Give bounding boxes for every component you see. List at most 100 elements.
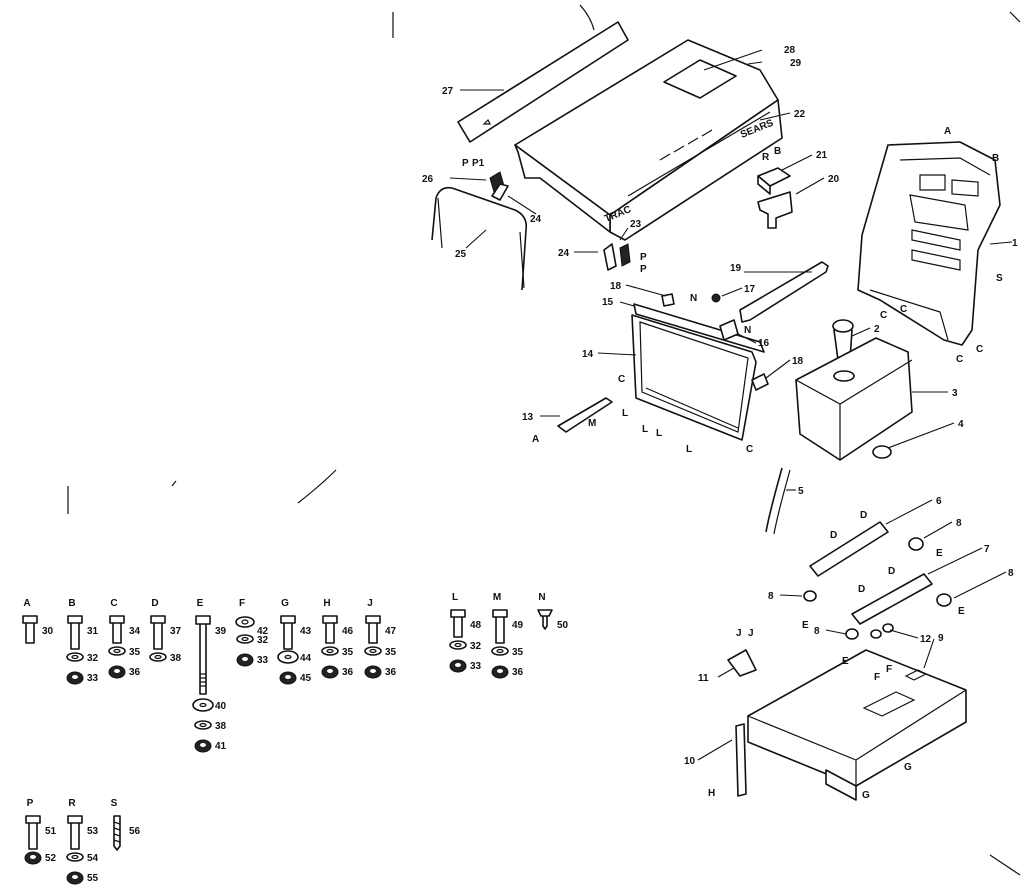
part-19-strap [739,261,829,323]
callout-21: 21 [816,150,828,161]
ref-L: L [686,444,692,455]
hardware-nut-hole [30,855,36,859]
ref-E: E [958,606,965,617]
hardware-washer [236,634,254,644]
hardware-letter-B: B [68,598,75,609]
hardware-letter-G: G [281,598,289,609]
callout-23: 23 [630,219,642,230]
part-5-hose [765,467,791,535]
hardware-number: 32 [257,635,269,646]
callout-9: 9 [938,633,944,644]
ref-F: F [874,672,880,683]
callout-2: 2 [874,324,880,335]
hardware-washer-hole [71,854,79,860]
callout-24-lower: 24 [558,248,570,259]
callout-12: 12 [920,634,932,645]
hardware-number: 45 [300,673,312,684]
hardware-number: 41 [215,741,227,752]
callout-13: 13 [522,412,534,423]
hardware-letter-A: A [23,598,30,609]
callout-5: 5 [798,486,804,497]
part-12-spacers [870,623,894,639]
ref-A: A [532,434,539,445]
hardware-washer-hole [284,654,292,660]
ref-L: L [622,408,628,419]
hardware-washer-hole [454,642,462,648]
hood: SEARS TRAC [514,39,783,241]
ref-L: L [656,428,662,439]
hardware-glyph-H [322,615,338,644]
hardware-number: 53 [87,826,99,837]
hardware-glyph-F [235,616,255,628]
ref-P: P [640,264,647,275]
callout-7: 7 [984,544,990,555]
hardware-glyph-G [280,615,296,650]
part-4-cap [872,445,892,459]
hardware-washer-hole [199,702,207,708]
callout-18-upper: 18 [610,281,622,292]
hardware-thread [113,821,121,843]
hardware-thread [200,673,206,687]
ref-N: N [690,293,697,304]
hardware-nut-hole [455,663,461,667]
hardware-nut-hole [114,669,120,673]
reference-letters: A B S C C C C C C R B P P1 P P N N L L L… [462,126,1003,801]
ref-J: J [748,628,754,639]
part-10-bar [735,723,747,797]
ref-L: L [642,424,648,435]
part-26-clip [489,171,509,201]
hardware-number: 35 [342,647,354,658]
hardware-number: 36 [512,667,524,678]
hardware-washer-hole [326,648,334,654]
hardware-number: 38 [170,653,182,664]
part-8-bushings [803,537,952,640]
hardware-glyph-J [365,615,381,644]
hardware-letter-D: D [151,598,158,609]
hardware-washer [277,650,299,664]
hardware-glyph-M [492,609,508,644]
hardware-nut-hole [327,669,333,673]
callout-24-upper: 24 [530,214,542,225]
hardware-glyph-S [113,815,121,851]
hardware-number: 44 [300,653,312,664]
hardware-number: 38 [215,721,227,732]
scan-marks [67,4,1021,876]
hardware-washer [149,652,167,662]
hardware-glyph-hole [241,619,249,625]
hardware-nut-hole [72,675,78,679]
ref-B: B [992,153,999,164]
hardware-number: 47 [385,626,397,637]
callout-3: 3 [952,388,958,399]
part-18-knob [661,293,769,391]
hardware-washer-hole [369,648,377,654]
ref-E: E [936,548,943,559]
part-6-rail [809,521,889,577]
callout-6: 6 [936,496,942,507]
ref-M: M [588,418,596,429]
hardware-washer [364,646,382,656]
hardware-washer [491,646,509,656]
hardware-letter-M: M [493,592,501,603]
hardware-number: 46 [342,626,354,637]
hardware-glyph-A [22,615,38,644]
callout-19: 19 [730,263,742,274]
ref-D: D [888,566,895,577]
hardware-letter-E: E [197,598,204,609]
hardware-number: 54 [87,853,99,864]
hardware-glyph-R [67,815,83,850]
ref-H: H [708,788,715,799]
part-11-bracket [727,649,757,677]
hardware-number: 42 [257,626,269,637]
part-14-dash-panel [631,314,757,441]
ref-A: A [944,126,951,137]
part-25-wire-loop [431,186,528,291]
hardware-washer [108,646,126,656]
hardware-number: 48 [470,620,482,631]
hardware-number: 51 [45,826,57,837]
callout-8-b: 8 [1008,568,1014,579]
hardware-number: 31 [87,626,99,637]
hardware-glyph-D [150,615,166,650]
ref-C: C [880,310,887,321]
ref-R: R [762,152,770,163]
hardware-glyph-L [450,609,466,638]
